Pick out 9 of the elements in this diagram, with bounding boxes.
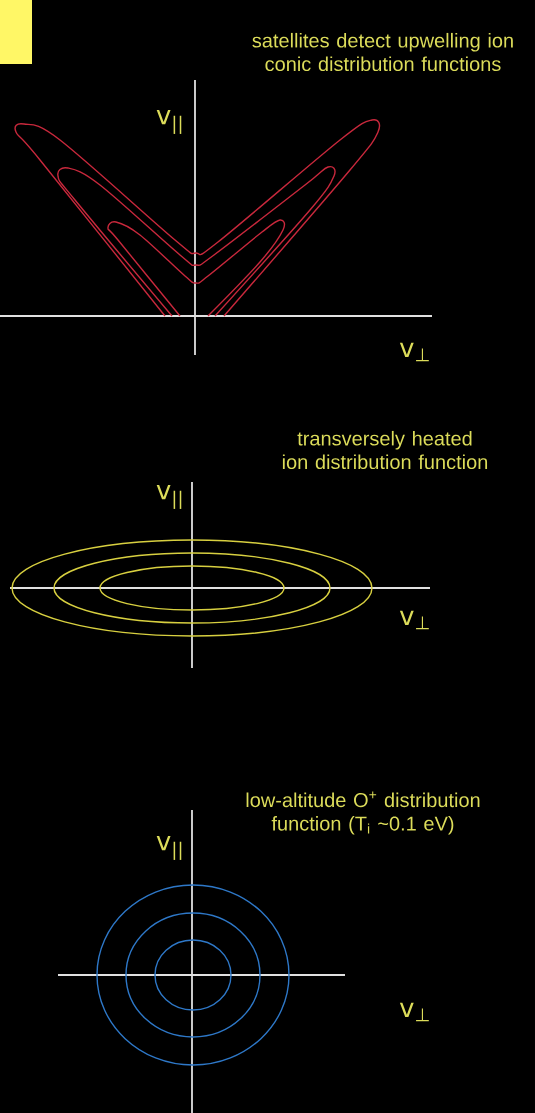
axis-label: v$_{⊥}$ [399,1002,429,1022]
panel-title: low-altitude O$^{+}$ distribution function (T$_{i}$ ~0.1 eV) [246,791,480,835]
panel-title: satellites detect upwelling ion conic distribution functions [252,32,513,72]
panel-title: transversely heated ion distribution function [282,430,488,470]
axis-label: v$_{||}$ [156,836,182,860]
axis-label: v$_{||}$ [156,110,182,134]
axis-label: v$_{⊥}$ [399,610,429,630]
axis-label: v$_{||}$ [156,485,182,509]
axis-label: v$_{⊥}$ [399,342,429,362]
